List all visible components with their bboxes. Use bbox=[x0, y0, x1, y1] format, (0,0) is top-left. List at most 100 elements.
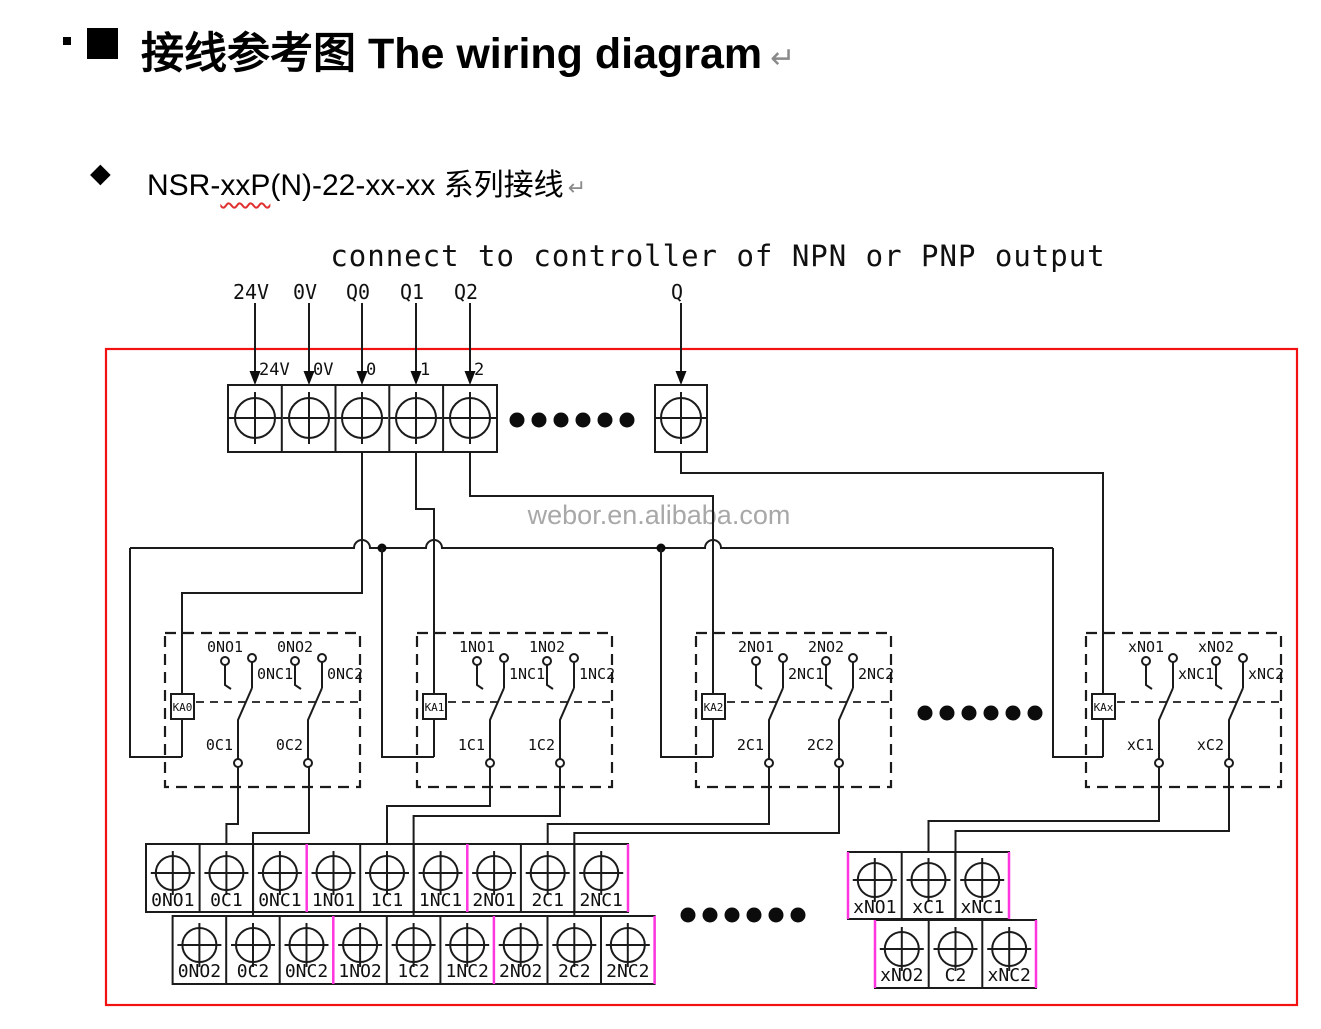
ellipsis-dots-icon bbox=[917, 705, 1043, 721]
terminal-label: 1NO2 bbox=[338, 961, 381, 982]
relay-coil-label: KA1 bbox=[425, 701, 445, 714]
ellipsis-dots-icon bbox=[680, 907, 806, 923]
relay-coil-label: KAx bbox=[1094, 701, 1114, 714]
controller-label: Q bbox=[671, 280, 683, 304]
paragraph-mark-icon: ↵ bbox=[770, 42, 796, 75]
relay-contact-label: 0NO1 bbox=[207, 638, 243, 656]
relay-box-2 bbox=[694, 631, 893, 789]
group-separator bbox=[305, 844, 630, 912]
relay-coil-label: KA2 bbox=[704, 701, 724, 714]
relay-contact-label: 2NC2 bbox=[858, 665, 894, 683]
terminal-label: 1NO1 bbox=[312, 890, 355, 911]
series-subtitle: NSR-xxP(N)-22-xx-xx 系列接线↵ bbox=[147, 160, 586, 204]
controller-label: Q2 bbox=[454, 280, 478, 304]
relay-contact-label: xC2 bbox=[1197, 736, 1224, 754]
watermark: webor.en.alibaba.com bbox=[527, 500, 791, 530]
terminal-label: xNC1 bbox=[961, 897, 1004, 918]
terminal-label: 2C1 bbox=[531, 890, 564, 911]
relay-box-0 bbox=[163, 631, 362, 789]
group-separator bbox=[332, 916, 656, 984]
terminal-label: 2NO2 bbox=[499, 961, 542, 982]
terminal-label: 1NC2 bbox=[446, 961, 489, 982]
relay-contact-label: 1NO1 bbox=[459, 638, 495, 656]
terminal-input-label: 1 bbox=[420, 360, 430, 380]
screw-terminal-icon bbox=[905, 857, 952, 903]
common-bus-wire bbox=[130, 539, 1053, 549]
relay-box-x-labels: KAx xNO1 xNC1 xNO2 xNC2 xC1 xC2 bbox=[1094, 638, 1285, 754]
page-title: 接线参考图 The wiring diagram↵ bbox=[141, 19, 795, 81]
coil-feed-wires bbox=[181, 452, 1104, 633]
relay-contact-label: 1C2 bbox=[528, 736, 555, 754]
group-separator bbox=[873, 920, 1038, 988]
relay-contact-label: xNC1 bbox=[1178, 665, 1214, 683]
screw-terminal-icon bbox=[959, 857, 1006, 903]
terminal-label: 0C1 bbox=[210, 890, 243, 911]
bullet-square-icon bbox=[87, 28, 118, 59]
screw-terminal-icon bbox=[256, 850, 303, 896]
relay-contact-label: 2NO1 bbox=[738, 638, 774, 656]
relay-box-1 bbox=[415, 631, 614, 789]
terminal-label: 2NC2 bbox=[606, 961, 649, 982]
relay-contact-label: 2C1 bbox=[737, 736, 764, 754]
screw-terminal-icon bbox=[149, 850, 196, 896]
relay-box-x bbox=[1084, 631, 1283, 789]
relay-contact-label: 1NC2 bbox=[579, 665, 615, 683]
output-terminal-row-2: 0NO2 0C2 0NC2 1NO2 1C2 1NC2 2NO2 2C2 2NC… bbox=[171, 915, 656, 985]
terminal-label: 2NC1 bbox=[580, 890, 623, 911]
input-arrows bbox=[249, 303, 687, 385]
controller-label: Q0 bbox=[346, 280, 370, 304]
ellipsis-dots-icon bbox=[509, 412, 635, 428]
coil-return-wires bbox=[129, 548, 1103, 758]
arrowhead-icon bbox=[249, 371, 687, 385]
relay-contact-label: 0C2 bbox=[276, 736, 303, 754]
relay-contact-label: 0NO2 bbox=[277, 638, 313, 656]
terminal-label: C2 bbox=[945, 965, 967, 986]
terminal-label: 1C2 bbox=[397, 961, 430, 982]
terminal-label: xC1 bbox=[912, 897, 945, 918]
relay-contact-label: xC1 bbox=[1127, 736, 1154, 754]
relay-box-0-labels: KA0 0NO1 0NC1 0NO2 0NC2 0C1 0C2 bbox=[173, 638, 364, 754]
relay-contact-label: 0NC2 bbox=[327, 665, 363, 683]
terminal-label: 0C2 bbox=[237, 961, 270, 982]
terminal-input-label: 2 bbox=[474, 360, 484, 380]
relay-contact-label: 2C2 bbox=[807, 736, 834, 754]
terminal-input-labels: 24V 0V 0 1 2 bbox=[259, 360, 484, 380]
relay-contact-label: xNO2 bbox=[1198, 638, 1234, 656]
top-terminal-screws bbox=[228, 391, 708, 445]
x-terminal-row-2: xNO2 C2 xNC2 bbox=[873, 919, 1038, 989]
diamond-bullet-icon: ◆ bbox=[90, 158, 111, 188]
controller-label: 0V bbox=[293, 280, 317, 304]
controller-label: 24V bbox=[233, 280, 269, 304]
relay-contact-label: 2NC1 bbox=[788, 665, 824, 683]
terminal-label: xNC2 bbox=[988, 965, 1031, 986]
relay-box-2-labels: KA2 2NO1 2NC1 2NO2 2NC2 2C1 2C2 bbox=[704, 638, 895, 754]
screw-terminal-icon bbox=[524, 850, 571, 896]
relay-contact-label: 0NC1 bbox=[257, 665, 293, 683]
screw-terminal-icon bbox=[335, 391, 389, 445]
relay-contact-label: 1NC1 bbox=[509, 665, 545, 683]
relay-box-1-labels: KA1 1NO1 1NC1 1NO2 1NC2 1C1 1C2 bbox=[425, 638, 616, 754]
screw-terminal-icon bbox=[228, 391, 282, 445]
terminal-label: 0NO2 bbox=[178, 961, 221, 982]
subtitle-spellcheck-word: xxP bbox=[220, 169, 271, 202]
screw-terminal-icon bbox=[851, 857, 898, 903]
terminal-label: xNO1 bbox=[853, 897, 896, 918]
terminal-label: 1C1 bbox=[371, 890, 404, 911]
output-terminal-row-1: 0NO1 0C1 0NC1 1NO1 1C1 1NC1 2NO1 2C1 2NC… bbox=[145, 843, 630, 913]
terminal-label: 2NO1 bbox=[472, 890, 515, 911]
relay-contact-label: 2NO2 bbox=[808, 638, 844, 656]
diagram-border bbox=[104, 347, 1299, 1007]
relay-contact-label: 1NO2 bbox=[529, 638, 565, 656]
screw-terminal-icon bbox=[578, 850, 625, 896]
terminal-input-label: 24V bbox=[259, 360, 290, 380]
screw-terminal-icon bbox=[471, 850, 518, 896]
relay-contact-label: 0C1 bbox=[206, 736, 233, 754]
screw-terminal-icon bbox=[443, 391, 497, 445]
screw-terminal-icon bbox=[417, 850, 464, 896]
screw-terminal-icon bbox=[310, 850, 357, 896]
controller-label: Q1 bbox=[400, 280, 424, 304]
terminal-label: 0NC2 bbox=[285, 961, 328, 982]
screw-terminal-icon bbox=[654, 391, 708, 445]
terminal-label: 0NO1 bbox=[151, 890, 194, 911]
